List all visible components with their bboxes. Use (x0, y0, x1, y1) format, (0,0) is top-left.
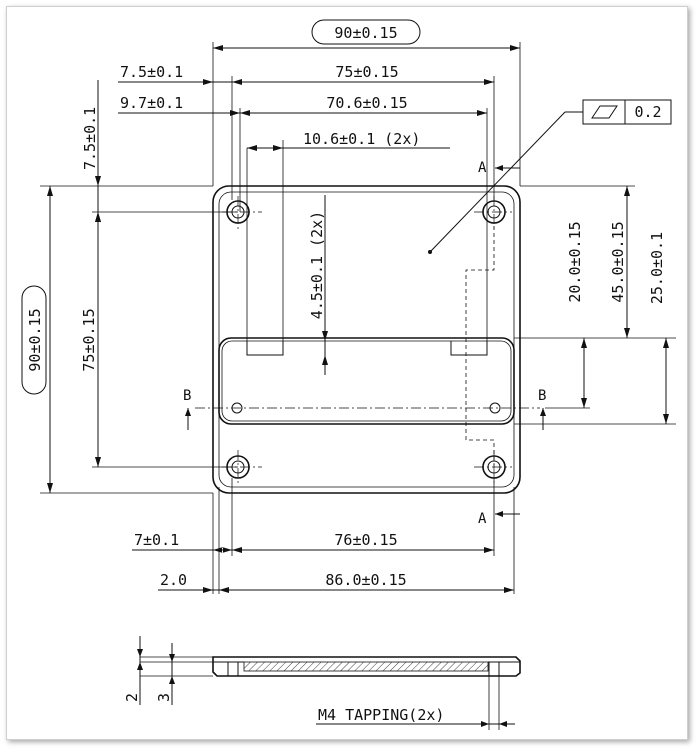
dim-hole-offset-y: 7.5±0.1 (81, 107, 99, 170)
svg-text:B: B (538, 388, 546, 404)
hidden-section-path (465, 226, 495, 470)
dim-side-t1: 2 (123, 693, 141, 702)
svg-text:B: B (183, 388, 191, 404)
dim-slot-depth: 4.5±0.1 (2x) (308, 211, 326, 319)
dim-hole-offset-x: 7.5±0.1 (120, 63, 183, 81)
dim-slot-width: 10.6±0.1 (2x) (303, 130, 420, 148)
dim-45: 45.0±0.15 (609, 221, 627, 302)
side-view: 2 3 M4 TAPPING(2x) (123, 636, 521, 730)
drawing-frame (6, 6, 688, 740)
section-marker-b-right: B (538, 388, 546, 430)
small-hole-right (489, 402, 501, 414)
svg-text:A: A (478, 160, 487, 176)
plate-outline (212, 185, 521, 494)
dim-inner-width: 86.0±0.15 (325, 571, 406, 589)
flatness-value: 0.2 (634, 103, 661, 121)
dim-hole-span-vertical: 75±0.15 (80, 308, 98, 371)
section-marker-a-top: A (478, 160, 520, 176)
dim-25: 25.0±0.1 (648, 232, 666, 304)
flatness-icon (591, 105, 618, 119)
center-pocket (218, 337, 515, 425)
section-marker-b-left: B (183, 388, 191, 430)
dim-side-t2: 3 (155, 693, 173, 702)
mounting-hole-tr (482, 200, 506, 224)
dim-wall: 2.0 (160, 571, 187, 589)
dim-overall-width: 90±0.15 (334, 24, 397, 42)
flatness-tolerance-frame: 0.2 (428, 99, 672, 254)
top-extension-lines (212, 42, 521, 341)
dim-slot-span: 70.6±0.15 (326, 94, 407, 112)
dim-20: 20.0±0.15 (566, 221, 584, 302)
dim-overall-height: 90±0.15 (26, 308, 44, 371)
dim-tapping: M4 TAPPING(2x) (318, 706, 444, 724)
dim-lower-hole-span: 76±0.15 (334, 531, 397, 549)
dim-slot-offset: 9.7±0.1 (120, 94, 183, 112)
svg-text:A: A (478, 511, 487, 527)
dim-hole-span-top: 75±0.15 (335, 63, 398, 81)
section-marker-a-bottom: A (478, 511, 520, 527)
dim-lower-hole-offset: 7±0.1 (134, 531, 179, 549)
small-hole-left (231, 402, 243, 414)
